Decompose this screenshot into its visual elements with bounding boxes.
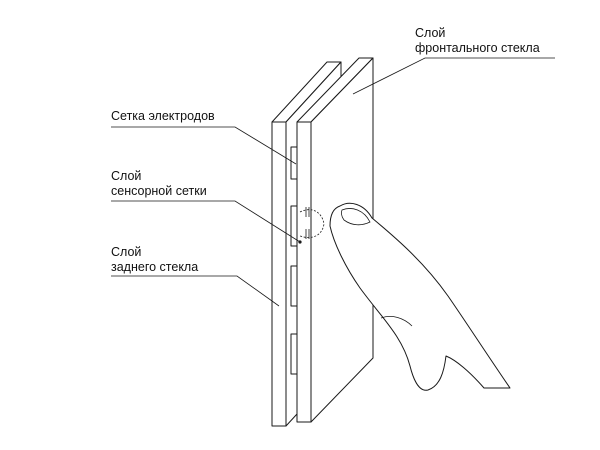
- label-back-glass-line2: заднего стекла: [111, 260, 198, 274]
- label-sensor-grid-line2: сенсорной сетки: [111, 184, 207, 198]
- label-sensor-grid-line1: Слой: [111, 169, 141, 183]
- leader-sensor-grid: [111, 200, 301, 243]
- finger-crease: [380, 316, 413, 327]
- finger-outline: [329, 202, 511, 391]
- leader-sensor-grid-endpoint: [298, 240, 302, 244]
- label-front-glass-line2: фронтального стекла: [415, 41, 540, 55]
- label-front-glass-line1: Слой: [415, 26, 445, 40]
- label-electrode-grid: Сетка электродов: [111, 109, 215, 123]
- leader-back-glass: [111, 275, 280, 307]
- labels: Слой фронтального стекла Сетка электродо…: [111, 26, 540, 274]
- fingernail: [341, 208, 371, 226]
- leader-lines: [111, 57, 555, 307]
- finger-illustration: [329, 202, 511, 391]
- front-glass-front-face: [296, 121, 312, 423]
- back-glass-front-face: [271, 121, 287, 427]
- label-back-glass-line1: Слой: [111, 245, 141, 259]
- capacitor-symbols: [299, 207, 325, 239]
- leader-electrode-grid: [111, 126, 297, 165]
- leader-front-glass: [352, 57, 555, 95]
